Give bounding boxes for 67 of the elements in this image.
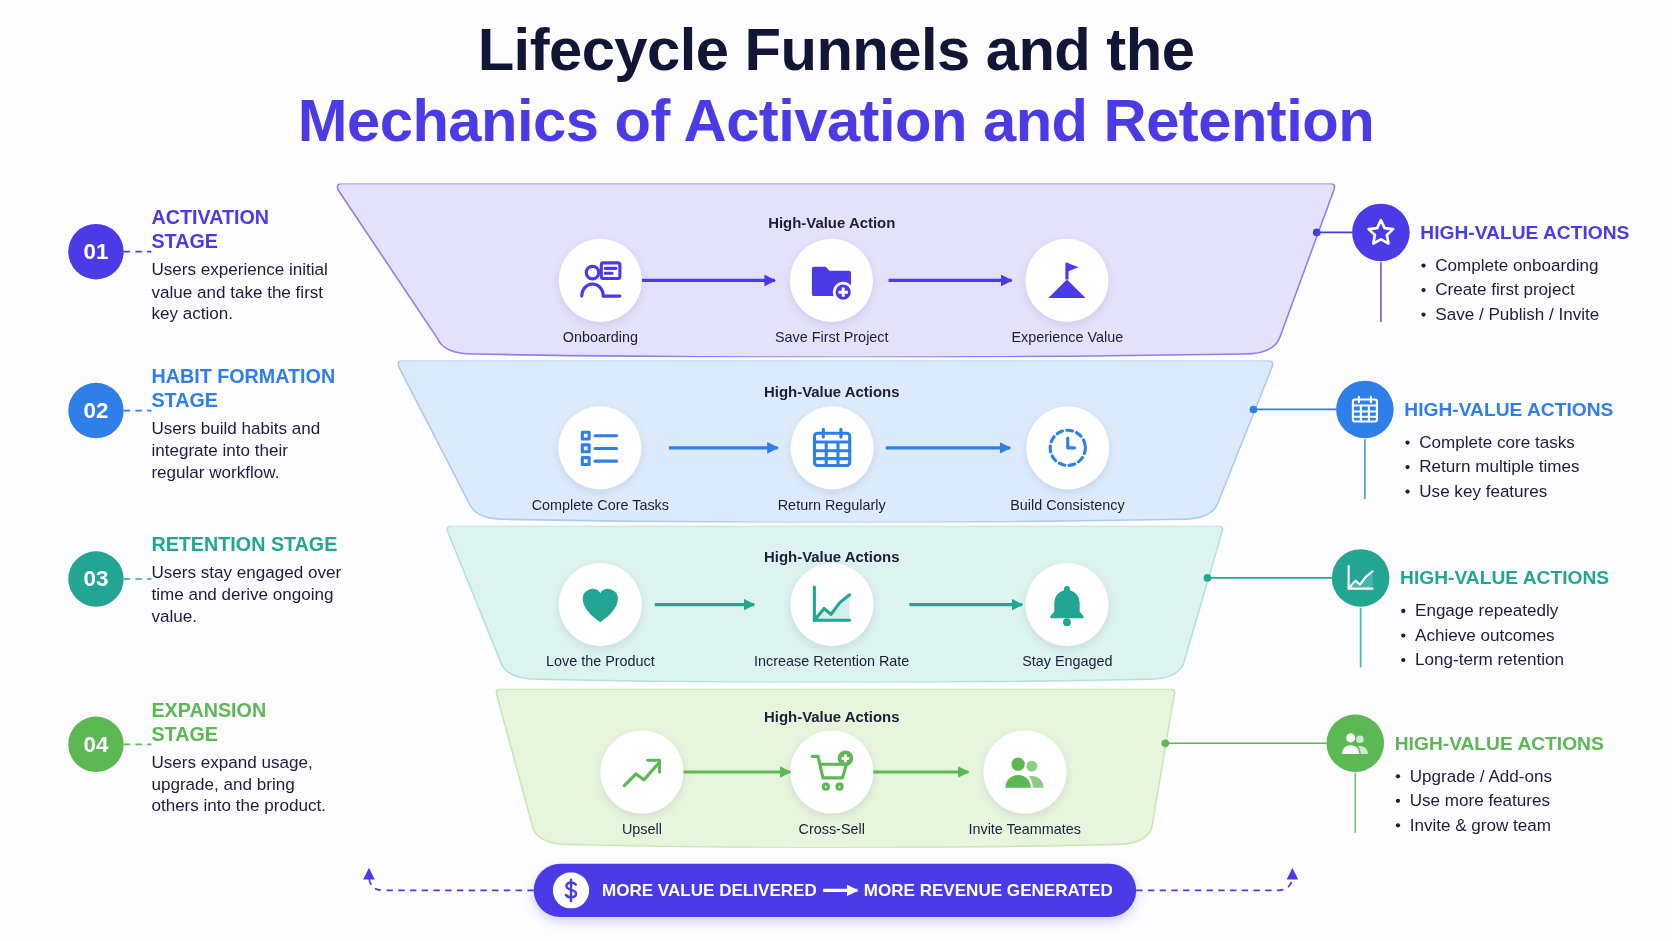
arrow	[885, 442, 1012, 454]
number-badge: 04	[68, 716, 124, 772]
bullet-item: Upgrade / Add-ons	[1394, 763, 1604, 788]
arrow	[909, 598, 1024, 611]
step-label: Return Regularly	[777, 496, 886, 513]
step-label: Complete Core Tasks	[531, 496, 669, 513]
banner-text: MORE VALUE DELIVERED	[601, 880, 817, 900]
arrow	[363, 867, 535, 892]
arrow	[888, 274, 1013, 287]
stage-heading: HABIT FORMATION STAGE	[151, 363, 337, 413]
arrow	[683, 766, 792, 778]
stage-heading: RETENTION STAGE	[151, 532, 339, 557]
band-heading: High-Value Action	[768, 214, 896, 232]
step-label: Upsell	[621, 821, 662, 838]
bullet-item: Complete core tasks	[1404, 429, 1614, 455]
connector-line	[122, 578, 153, 580]
connector-line	[122, 409, 153, 412]
card-heading: HIGH-VALUE ACTIONS	[1420, 220, 1630, 245]
band-heading: High-Value Actions	[764, 548, 900, 566]
connector-line	[1161, 739, 1328, 748]
card-heading: HIGH-VALUE ACTIONS	[1404, 397, 1614, 422]
stage-description: Users expand usage, upgrade, and bring others into the product.	[151, 751, 327, 817]
bullet-item: Return multiple times	[1404, 454, 1614, 479]
title: Lifecycle Funnels and the Mechanics of Activation and Retention	[296, 15, 1376, 156]
arrow	[654, 598, 756, 611]
connector-line	[122, 743, 153, 746]
band-heading: High-Value Actions	[764, 708, 900, 726]
step-label: Increase Retention Rate	[754, 653, 910, 670]
arrow	[823, 884, 859, 897]
bullet-item: Use key features	[1404, 478, 1614, 504]
card-heading: HIGH-VALUE ACTIONS	[1400, 566, 1610, 590]
bullet-item: Save / Publish / Invite	[1420, 301, 1630, 327]
stage-description: Users build habits and integrate into their regular workflow.	[151, 418, 322, 483]
step-label: Build Consistency	[1010, 496, 1125, 513]
step-label: Experience Value	[1011, 329, 1124, 346]
connector-line	[1312, 228, 1353, 237]
banner-text: MORE REVENUE GENERATED	[863, 880, 1113, 900]
step-label: Invite Teammates	[968, 821, 1081, 838]
stage-heading: ACTIVATION STAGE	[151, 204, 271, 254]
number-badge: 01	[68, 223, 124, 280]
step-label: Cross-Sell	[798, 821, 865, 838]
number-badge: 02	[68, 382, 124, 439]
step-label: Love the Product	[545, 653, 655, 670]
connector-line	[1249, 405, 1337, 414]
arrow	[641, 274, 777, 287]
step-label: Onboarding	[562, 329, 638, 346]
step-label: Stay Engaged	[1022, 653, 1113, 670]
connector-line	[122, 250, 153, 253]
card-heading: HIGH-VALUE ACTIONS	[1394, 731, 1604, 755]
value-banner	[533, 863, 1137, 918]
bullet-item: Invite & grow team	[1394, 812, 1604, 838]
arrow	[669, 442, 779, 454]
stage-description: Users experience initial value and take the first key action.	[151, 259, 329, 325]
arrow	[873, 766, 970, 778]
bullet-item: Achieve outcomes	[1400, 622, 1610, 648]
band-heading: High-Value Actions	[764, 382, 900, 400]
bullet-item: Long-term retention	[1400, 647, 1610, 672]
connector-line	[1203, 574, 1333, 582]
step-label: Save First Project	[774, 329, 889, 346]
bullet-item: Create first project	[1420, 277, 1630, 302]
bullet-item: Engage repeatedly	[1400, 598, 1610, 623]
number-badge: 03	[68, 551, 124, 607]
bullet-item: Use more features	[1394, 788, 1604, 813]
stage-heading: EXPANSION STAGE	[151, 697, 268, 747]
bullet-item: Complete onboarding	[1420, 252, 1630, 278]
arrow	[1135, 867, 1299, 892]
stage-description: Users stay engaged over time and derive ongoing value.	[151, 562, 343, 627]
